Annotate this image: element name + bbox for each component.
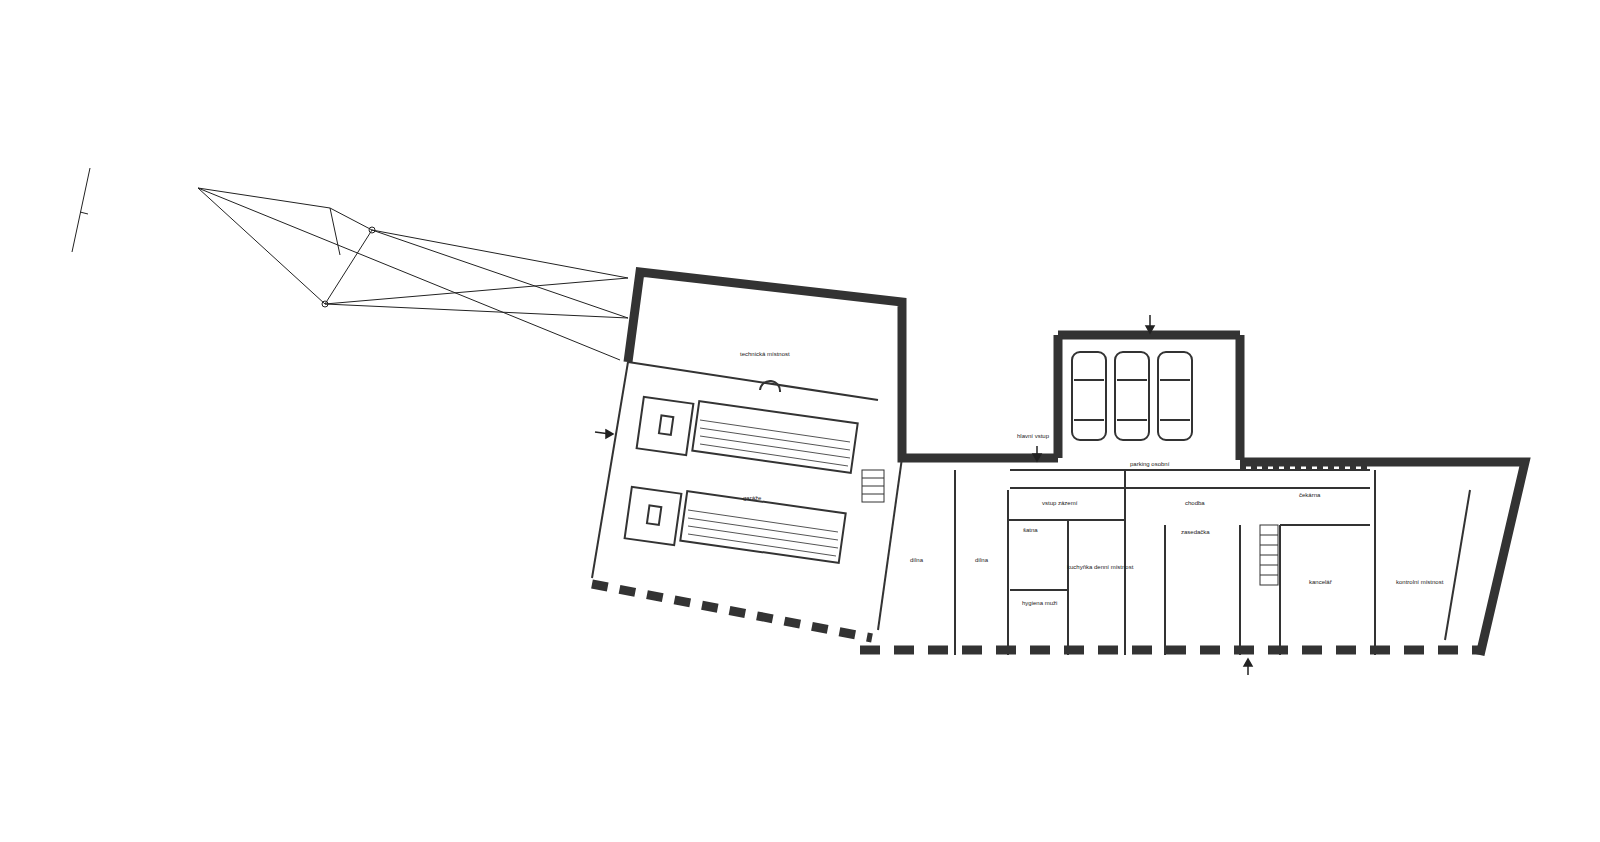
room-name: šatna bbox=[1023, 527, 1038, 534]
room-label: zasedačka bbox=[1179, 528, 1212, 537]
room-name: vstup zázemí bbox=[1042, 500, 1077, 507]
room-label: dílna bbox=[908, 556, 925, 565]
room-label: hygiena muži bbox=[1020, 599, 1059, 608]
room-name: hygiena muži bbox=[1022, 600, 1057, 607]
room-label: šatna bbox=[1021, 526, 1040, 535]
room-name: dílna bbox=[910, 557, 923, 564]
room-name: zasedačka bbox=[1181, 529, 1210, 536]
room-name: technická místnost bbox=[740, 351, 790, 358]
room-label: vstup zázemí bbox=[1040, 499, 1079, 508]
room-label: kancelář bbox=[1307, 578, 1334, 587]
room-name: hlavní vstup bbox=[1017, 433, 1049, 440]
room-label: kuchyňka denní místnost bbox=[1065, 563, 1135, 572]
room-name: dílna bbox=[975, 557, 988, 564]
room-label: garáže bbox=[741, 494, 763, 503]
room-label: dílna bbox=[973, 556, 990, 565]
room-label: parking osobní bbox=[1128, 460, 1171, 469]
room-label: hlavní vstup bbox=[1015, 432, 1051, 441]
room-name: čekárna bbox=[1299, 492, 1320, 499]
room-label: kontrolní místnost bbox=[1394, 578, 1445, 587]
room-name: kontrolní místnost bbox=[1396, 579, 1443, 586]
room-name: kuchyňka denní místnost bbox=[1067, 564, 1133, 571]
room-name: kancelář bbox=[1309, 579, 1332, 586]
room-name: garáže bbox=[743, 495, 761, 502]
room-label: chodba bbox=[1183, 499, 1207, 508]
room-label: čekárna bbox=[1297, 491, 1322, 500]
room-name: parking osobní bbox=[1130, 461, 1169, 468]
room-name: chodba bbox=[1185, 500, 1205, 507]
room-label: technická místnost bbox=[738, 350, 792, 359]
